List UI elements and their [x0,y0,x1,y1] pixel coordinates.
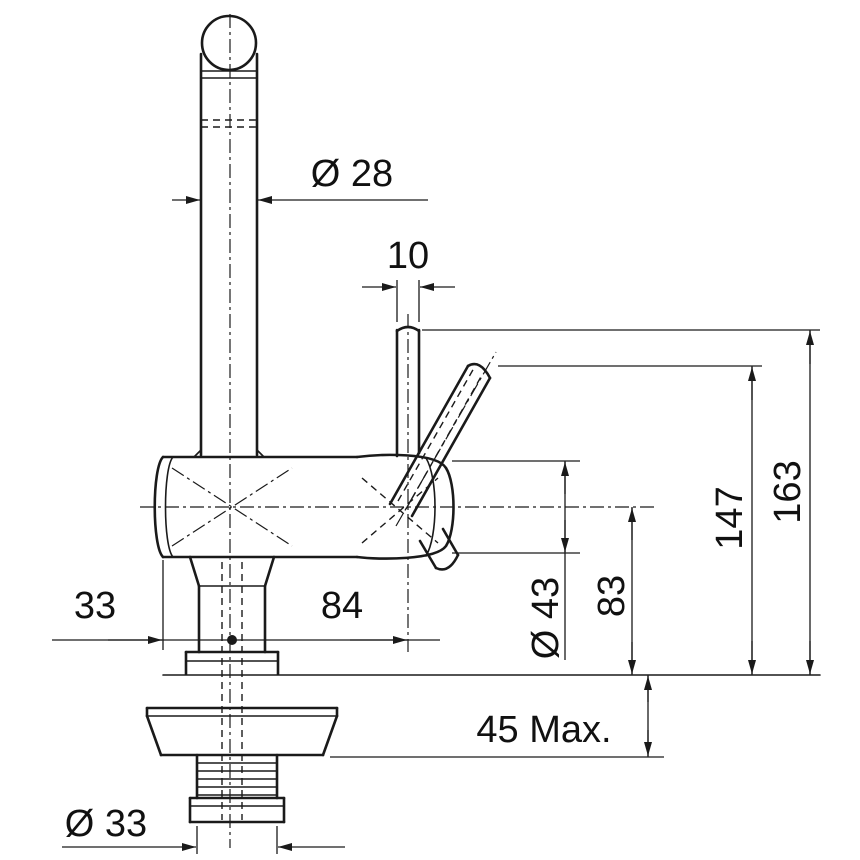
dimension-mounting-hole: Ø 33 [62,803,345,854]
handle-rod-diameter-label: 10 [387,235,429,277]
dimension-body-center-height: 83 [591,507,636,675]
max-deck-thickness-label: 45 Max. [476,709,611,751]
spout-center-offset-label: 33 [74,585,116,627]
mounting-hole-diameter-label: Ø 33 [65,803,147,845]
center-reference-dot [227,635,237,645]
dimension-handle-tip-height: 147 [498,365,762,675]
overall-height-label: 163 [767,460,809,523]
dimension-horizontal-offsets: 33 84 [52,560,440,650]
mounting-hardware [145,562,339,824]
faucet-body [153,455,359,559]
spout-diameter-label: Ø 28 [311,153,393,195]
dimension-max-deck-thickness: 45 Max. [330,675,664,758]
dimension-handle-rod: 10 [362,235,455,322]
faucet-handle [355,325,492,571]
dimension-body-diameter: Ø 43 [452,460,580,660]
faucet-base [184,555,280,676]
faucet-spout [193,14,265,458]
handle-center-distance-label: 84 [321,585,363,627]
handle-tip-height-label: 147 [709,486,751,549]
body-diameter-label: Ø 43 [525,577,567,659]
dimension-overall-height: 163 [422,329,820,675]
body-center-height-label: 83 [591,575,633,617]
dimension-spout-diameter: Ø 28 [172,153,428,204]
